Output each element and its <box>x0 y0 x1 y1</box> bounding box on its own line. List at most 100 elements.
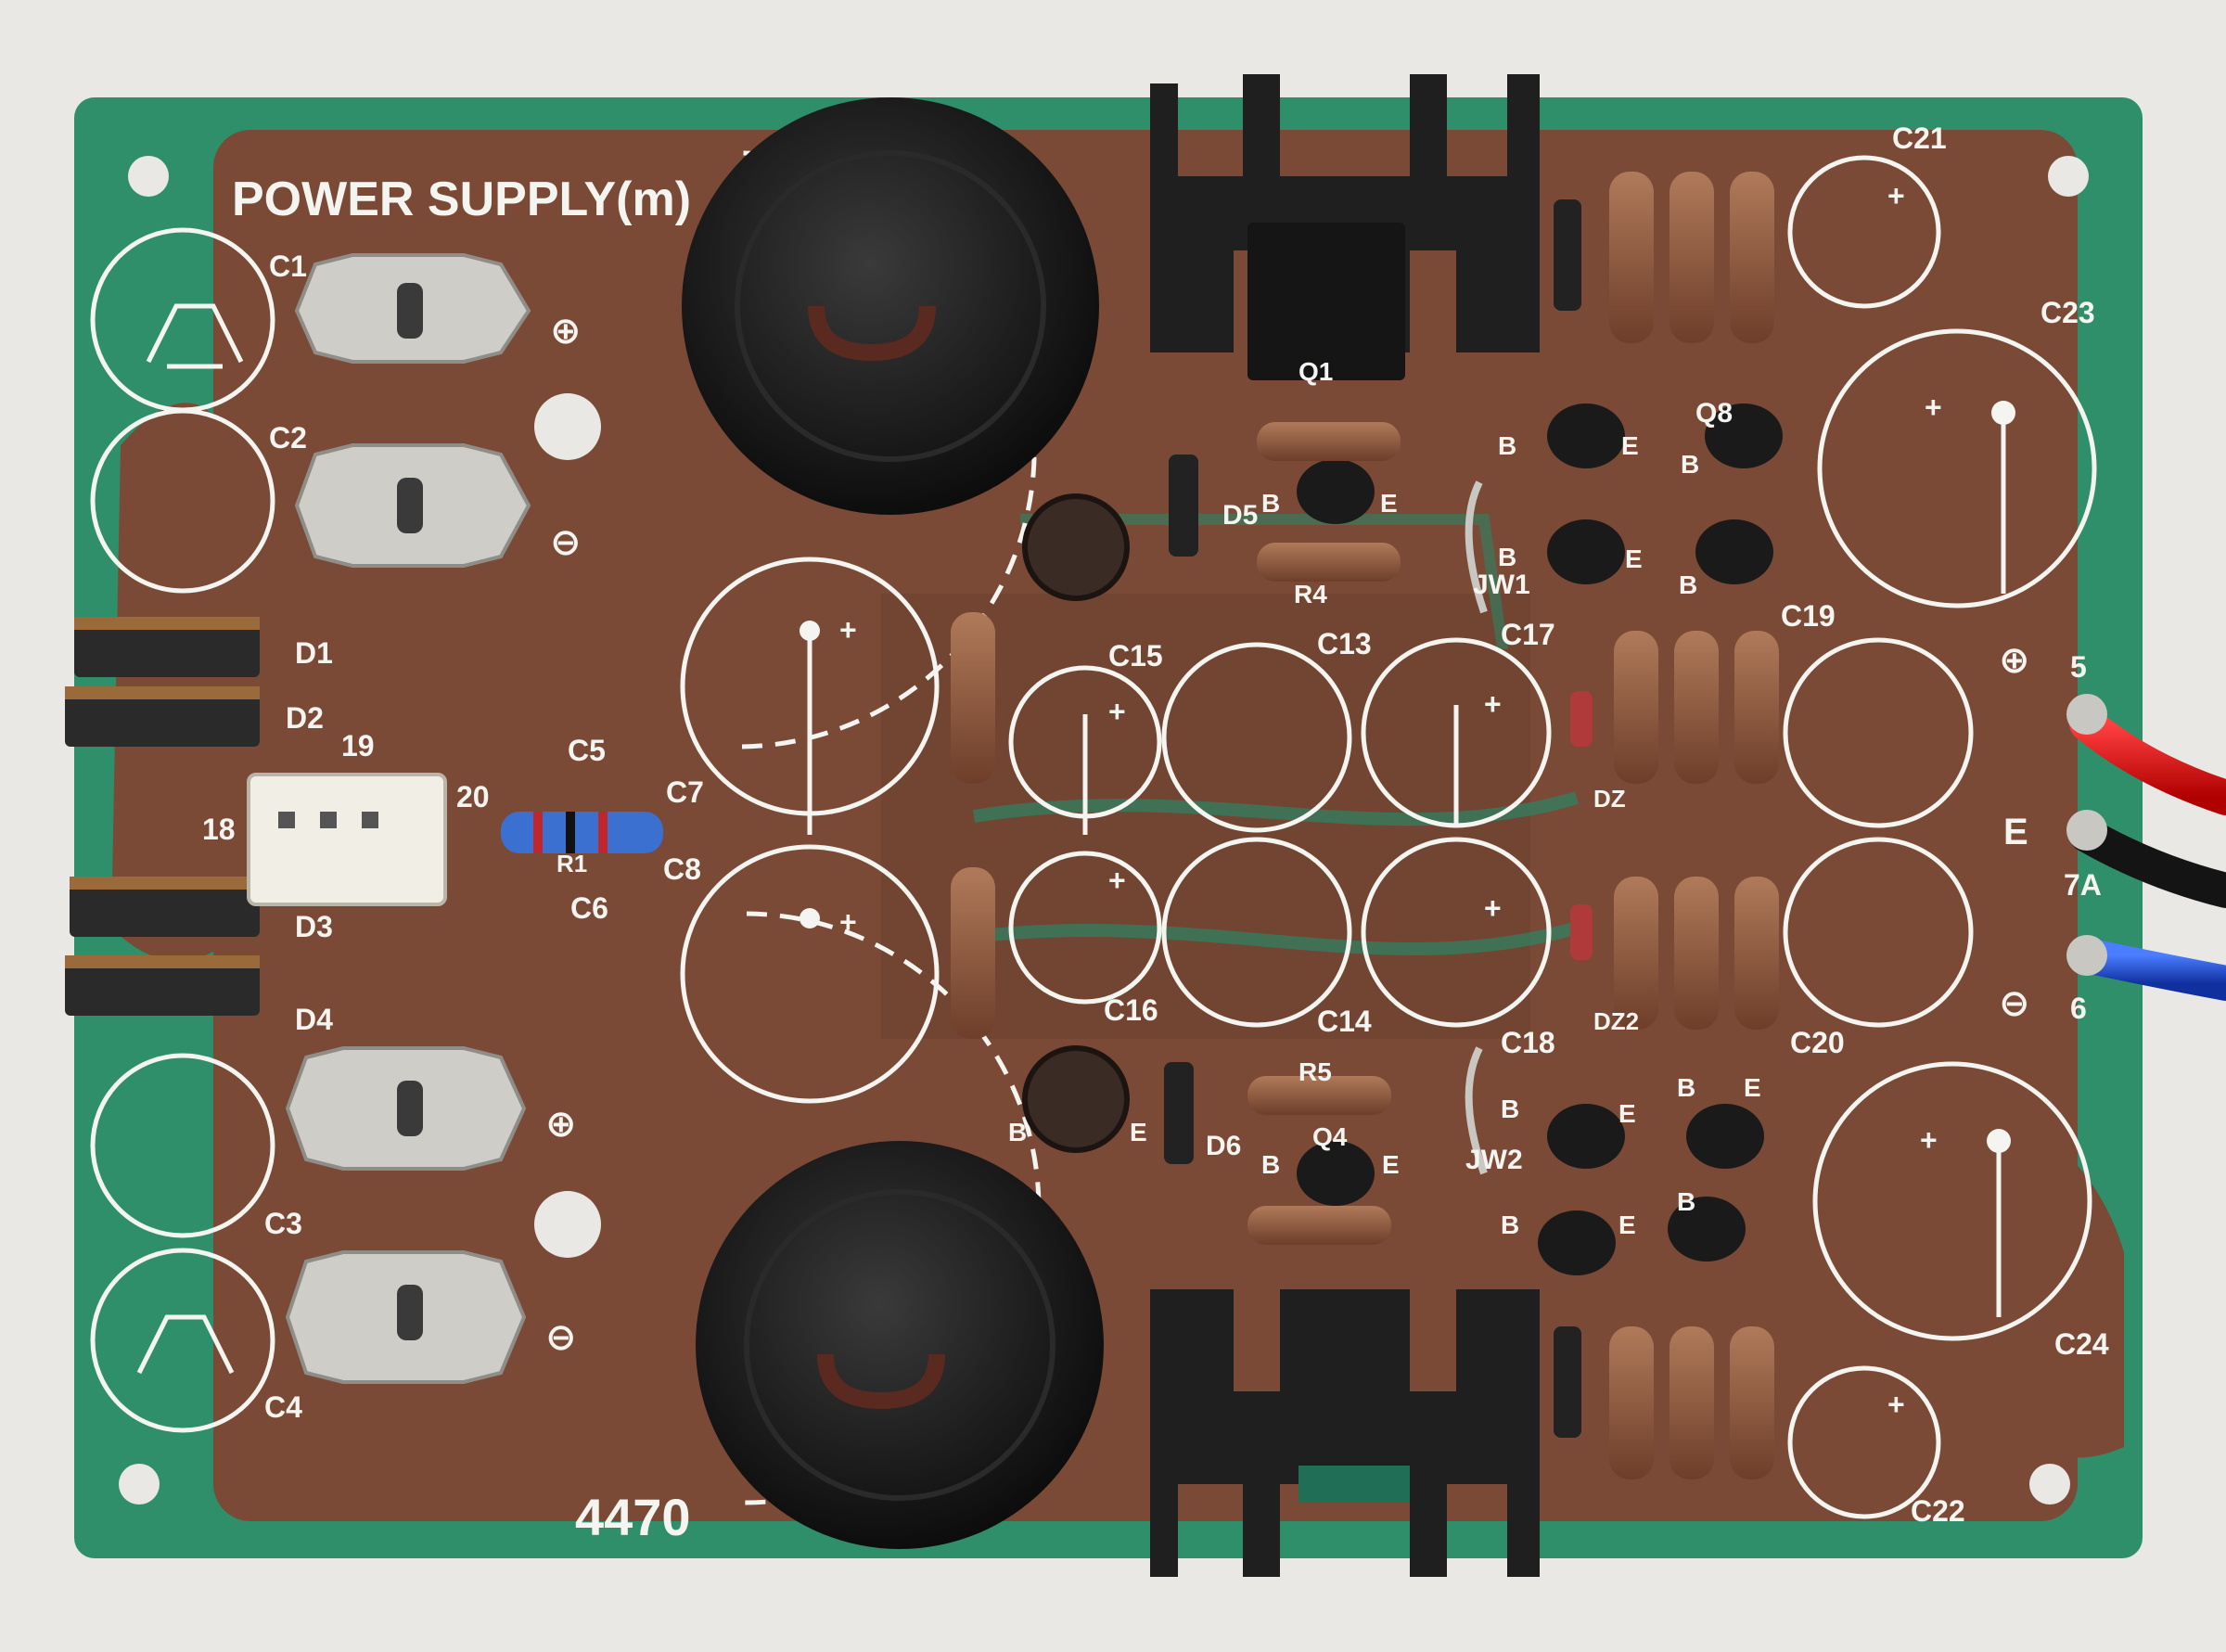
label-c15: C15 <box>1108 639 1163 672</box>
resistor-r18 <box>1670 1326 1714 1479</box>
label-d5: D5 <box>1222 500 1258 531</box>
label-e-q3: E <box>1380 489 1398 518</box>
label-c3: C3 <box>264 1207 302 1240</box>
output-wires <box>2066 694 2226 1001</box>
zener-dz2 <box>1570 904 1593 960</box>
label-e-q11: E <box>1618 1099 1636 1128</box>
outline-c20 <box>1783 837 1974 1028</box>
resistor-r14 <box>1614 877 1658 1030</box>
label-c20: C20 <box>1790 1026 1845 1059</box>
transistor-q11 <box>1547 1104 1625 1169</box>
resistor-r4 <box>1257 543 1401 582</box>
jumper-jw1 <box>1465 480 1488 614</box>
heatsink-lower <box>1150 1289 1540 1577</box>
transistor-q4 <box>1297 1141 1375 1206</box>
small-capacitor-upper <box>1022 493 1130 601</box>
band-r1-2 <box>566 812 575 853</box>
label-pin19: 19 <box>341 729 375 762</box>
label-minus-terminal: ⊖ <box>1999 983 2030 1024</box>
label-d2: D2 <box>286 701 324 735</box>
outline-c14 <box>1161 837 1352 1028</box>
cap-mark-lower <box>817 1353 945 1410</box>
label-c1: C1 <box>269 250 307 283</box>
label-e-q9: E <box>1625 544 1643 573</box>
label-plus-c24: + <box>1920 1123 1938 1157</box>
transistor-q15 <box>1668 1197 1746 1261</box>
lug-slot-3 <box>397 1081 423 1136</box>
rectifier-diodes <box>65 617 260 1016</box>
cap-rim-upper <box>735 150 1046 462</box>
label-r5: R5 <box>1298 1057 1332 1086</box>
label-minus-upper: ⊖ <box>550 522 582 563</box>
label-r4: R4 <box>1294 580 1327 608</box>
pad-c24 <box>1987 1129 2011 1153</box>
label-c21: C21 <box>1892 122 1947 155</box>
outline-c3 <box>90 1053 275 1238</box>
label-c7: C7 <box>666 775 704 809</box>
label-pin20: 20 <box>456 780 490 813</box>
label-b-q11: B <box>1501 1095 1519 1123</box>
mount-hole-upper <box>534 393 601 460</box>
label-plus-c5: + <box>839 613 857 647</box>
diode-tab-4 <box>65 955 260 968</box>
resistor-r7 <box>951 867 995 1039</box>
label-plus-lower: ⊕ <box>545 1104 577 1145</box>
label-dz2: DZ2 <box>1593 1007 1639 1035</box>
cap-rim-lower <box>744 1189 1055 1501</box>
pad-c5 <box>800 621 820 641</box>
connector-pin-2 <box>320 812 337 828</box>
transistor-q10 <box>1695 519 1773 584</box>
label-minus-lower: ⊖ <box>545 1317 577 1358</box>
lug-slot-4 <box>397 1285 423 1340</box>
label-q1: Q1 <box>1298 357 1333 386</box>
label-jw1: JW1 <box>1473 570 1530 600</box>
diode-tab-2 <box>65 686 260 699</box>
diode-d1 <box>74 617 260 677</box>
label-plus-c6: + <box>839 905 857 939</box>
transistor-q12 <box>1686 1104 1764 1169</box>
jumper-jw2 <box>1465 1046 1488 1175</box>
resistor-r15 <box>1674 877 1719 1030</box>
outline-c18 <box>1361 837 1552 1028</box>
label-d3: D3 <box>295 910 333 943</box>
label-q8: Q8 <box>1695 398 1733 429</box>
label-plus-c18: + <box>1484 891 1502 925</box>
outline-c19 <box>1783 637 1974 828</box>
outline-c16 <box>1008 851 1162 1005</box>
wire-red <box>2069 706 2226 815</box>
mount-hole-br <box>2029 1464 2070 1505</box>
label-plus-c16: + <box>1108 864 1126 897</box>
pad-c6 <box>800 908 820 928</box>
lug-slot-1 <box>397 283 423 339</box>
label-b-q12: B <box>1677 1073 1695 1102</box>
diode-d4 <box>65 955 260 1016</box>
resistor-r13 <box>1734 631 1779 784</box>
outline-c4 <box>90 1248 275 1433</box>
label-plus-c15: + <box>1108 695 1126 728</box>
zener-dz1 <box>1570 691 1593 747</box>
label-c18: C18 <box>1501 1026 1555 1059</box>
outline-c23 <box>1817 328 2097 608</box>
label-dz: DZ <box>1593 785 1626 813</box>
label-plus-c22: + <box>1887 1388 1905 1421</box>
resistors-horizontal <box>501 422 1401 1245</box>
resistor-r12 <box>1674 631 1719 784</box>
outline-c24 <box>1812 1061 2092 1341</box>
label-c13: C13 <box>1317 627 1372 660</box>
connector-pin-1 <box>278 812 295 828</box>
label-plus-upper: ⊕ <box>550 311 582 352</box>
polarity-lines <box>807 408 2006 1317</box>
big-capacitor-upper <box>682 97 1099 515</box>
mount-hole-bl <box>119 1464 160 1505</box>
label-e-q7: E <box>1621 431 1639 460</box>
outline-c22 <box>1787 1365 1941 1519</box>
label-plus-terminal: ⊕ <box>1999 640 2030 681</box>
label-r1: R1 <box>556 850 587 877</box>
diode-d2 <box>65 686 260 747</box>
label-term5: 5 <box>2070 650 2087 684</box>
label-b-q7: B <box>1498 431 1516 460</box>
resistor-r1 <box>501 812 663 853</box>
label-plus-c21: + <box>1887 179 1905 212</box>
